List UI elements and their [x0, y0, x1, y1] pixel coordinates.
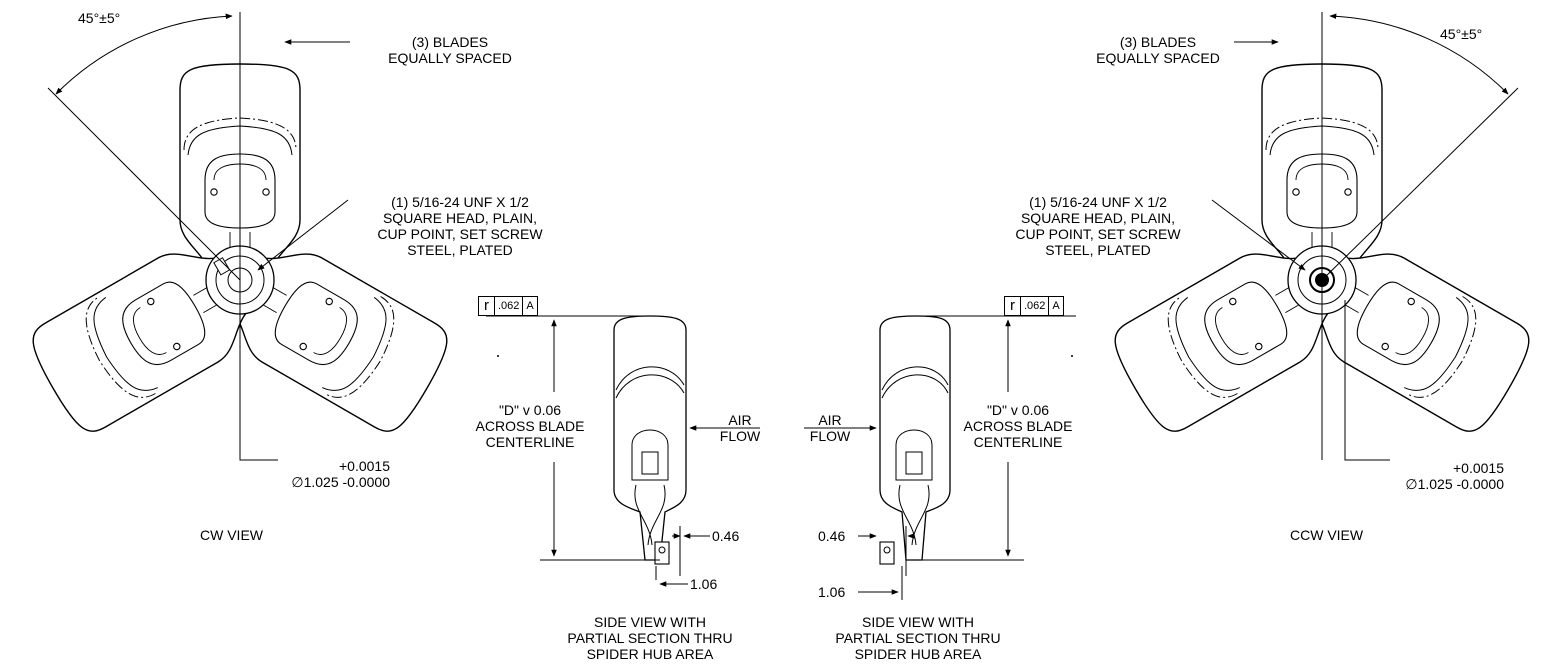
ccw-blades-note: (3) BLADES EQUALLY SPACED — [1068, 34, 1248, 66]
side-right-fcf-symbol: r — [1005, 297, 1021, 315]
side-left-fcf-value: .062 — [495, 297, 524, 315]
side-left-airflow-line-1: AIR — [728, 412, 752, 428]
cw-dimension-lines — [47, 12, 350, 461]
side-left-caption: SIDE VIEW WITH PARTIAL SECTION THRU SPID… — [560, 614, 740, 662]
side-right-caption-line-2: PARTIAL SECTION THRU — [835, 630, 1001, 646]
side-right-diameter-note-line-2: ACROSS BLADE — [963, 418, 1073, 434]
side-left-caption-line-2: PARTIAL SECTION THRU — [567, 630, 733, 646]
ccw-bore-tolerance: +0.0015 — [1453, 460, 1504, 476]
side-left-airflow-line-2: FLOW — [719, 428, 761, 444]
ccw-blades-note-line-2: EQUALLY SPACED — [1096, 50, 1220, 66]
cw-screw-note-line-2: SQUARE HEAD, PLAIN, — [382, 210, 538, 226]
side-view-right — [879, 315, 951, 565]
ccw-screw-note-line-2: SQUARE HEAD, PLAIN, — [1020, 210, 1176, 226]
side-right-fcf-datum: A — [1052, 300, 1060, 312]
side-view-left-dims — [486, 315, 760, 587]
ccw-angle-dimension: 45°±5° — [1440, 26, 1483, 42]
cw-screw-note-line-1: (1) 5/16-24 UNF X 1/2 — [391, 194, 529, 210]
cw-blades-note: (3) BLADES EQUALLY SPACED — [360, 34, 540, 66]
side-right-diameter-note-line-3: CENTERLINE — [973, 434, 1063, 450]
ccw-screw-note-line-3: CUP POINT, SET SCREW — [1015, 226, 1181, 242]
ccw-screw-note-line-1: (1) 5/16-24 UNF X 1/2 — [1029, 194, 1167, 210]
side-right-airflow-label: AIR FLOW — [808, 412, 852, 444]
side-left-fcf-symbol: r — [479, 297, 495, 315]
cw-bore-dimension: ∅1.025 -0.0000 — [291, 474, 390, 490]
side-right-diameter-note-line-1: "D" v 0.06 — [986, 402, 1050, 418]
side-left-diameter-note-line-1: "D" v 0.06 — [498, 402, 562, 418]
side-right-fcf-value: .062 — [1021, 297, 1050, 315]
cw-blades-note-line-2: EQUALLY SPACED — [388, 50, 512, 66]
cw-angle-dimension: 45°±5° — [78, 10, 121, 26]
ccw-dimension-lines — [1211, 12, 1519, 461]
side-right-dim-small: 0.46 — [818, 528, 846, 544]
ccw-screw-note-line-4: STEEL, PLATED — [1045, 242, 1151, 258]
side-right-caption: SIDE VIEW WITH PARTIAL SECTION THRU SPID… — [828, 614, 1008, 662]
ccw-view-label: CCW VIEW — [1290, 527, 1364, 543]
side-right-airflow-line-1: AIR — [818, 412, 842, 428]
side-left-dim-large: 1.06 — [690, 576, 718, 592]
side-left-dim-small: 0.46 — [712, 528, 740, 544]
cw-bore-tolerance: +0.0015 — [339, 458, 390, 474]
side-left-diameter-note: "D" v 0.06 ACROSS BLADE CENTERLINE — [470, 402, 590, 450]
side-right-dim-large: 1.06 — [818, 584, 846, 600]
ccw-bore-dimension: ∅1.025 -0.0000 — [1405, 476, 1504, 492]
side-view-left — [613, 315, 687, 565]
side-right-caption-line-3: SPIDER HUB AREA — [854, 646, 982, 662]
side-right-caption-line-1: SIDE VIEW WITH — [862, 614, 974, 630]
side-right-feature-control-frame: r .062 A — [1004, 296, 1064, 316]
side-right-airflow-line-2: FLOW — [809, 428, 851, 444]
side-left-diameter-note-line-2: ACROSS BLADE — [475, 418, 585, 434]
side-left-caption-line-3: SPIDER HUB AREA — [586, 646, 714, 662]
ccw-blades-note-line-1: (3) BLADES — [1119, 34, 1197, 50]
cw-view-label: CW VIEW — [200, 527, 263, 543]
side-left-airflow-label: AIR FLOW — [718, 412, 762, 444]
side-right-diameter-note: "D" v 0.06 ACROSS BLADE CENTERLINE — [958, 402, 1078, 450]
cw-blades-note-line-1: (3) BLADES — [411, 34, 489, 50]
cw-screw-note-line-4: STEEL, PLATED — [407, 242, 513, 258]
side-left-caption-line-1: SIDE VIEW WITH — [594, 614, 706, 630]
side-left-feature-control-frame: r .062 A — [478, 296, 538, 316]
cw-screw-note-line-3: CUP POINT, SET SCREW — [377, 226, 543, 242]
side-left-fcf-datum: A — [526, 300, 534, 312]
ccw-screw-note: (1) 5/16-24 UNF X 1/2 SQUARE HEAD, PLAIN… — [988, 194, 1208, 258]
cw-screw-note: (1) 5/16-24 UNF X 1/2 SQUARE HEAD, PLAIN… — [350, 194, 570, 258]
side-view-right-dims — [804, 315, 1076, 600]
side-left-diameter-note-line-3: CENTERLINE — [485, 434, 575, 450]
